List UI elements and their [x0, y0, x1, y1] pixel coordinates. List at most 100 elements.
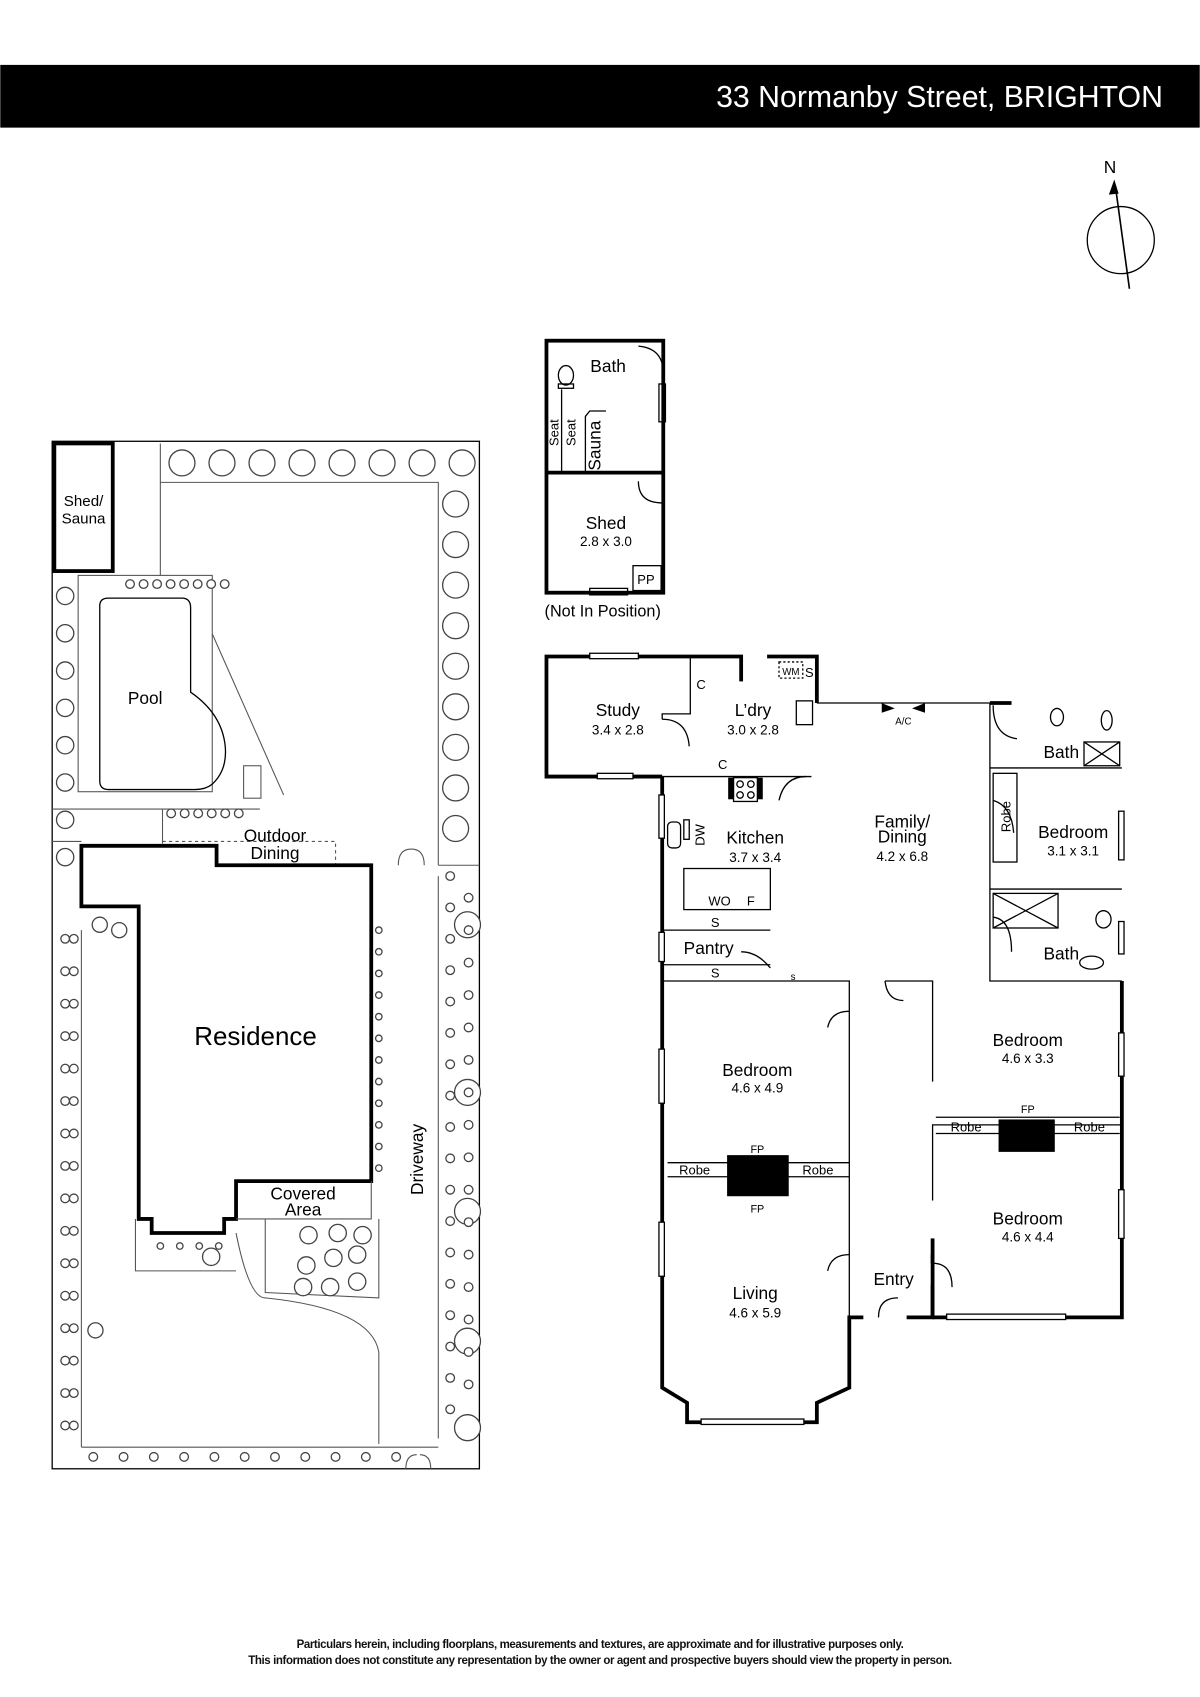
tree-icon: [347, 1245, 367, 1264]
tree-icon: [445, 996, 456, 1007]
tree-icon: [209, 1451, 220, 1462]
tree-icon: [60, 1225, 71, 1236]
living-label: Living: [733, 1283, 778, 1303]
tree-icon: [60, 998, 71, 1009]
tree-icon: [60, 1193, 71, 1204]
tree-icon: [445, 1122, 456, 1132]
tree-icon: [453, 1414, 482, 1442]
tree-icon: [353, 1225, 372, 1245]
tree-icon: [463, 990, 474, 1001]
bedroom-ne-dims: 3.1 x 3.1: [1047, 844, 1099, 859]
robe-label-e1: Robe: [951, 1119, 982, 1134]
tree-icon: [330, 1451, 341, 1462]
dining-label: Dining: [878, 827, 927, 847]
covered-area-label-1: Covered: [270, 1183, 335, 1203]
tree-icon: [60, 1063, 71, 1074]
tree-icon: [138, 579, 149, 590]
tree-icon: [360, 1451, 371, 1462]
tree-icon: [463, 1347, 474, 1357]
tree-icon: [347, 1272, 367, 1291]
tree-icon: [445, 1310, 456, 1321]
tree-icon: [445, 1216, 456, 1227]
tree-icon: [60, 966, 71, 977]
tree-icon: [55, 698, 75, 718]
site-plan: Shed/ Sauna Pool Outdoor Dining Residenc…: [51, 440, 482, 1470]
tree-icon: [168, 449, 196, 477]
tree-icon: [374, 1142, 383, 1151]
tree-icon: [125, 579, 136, 590]
main-floor-plan: Study 3.4 x 2.8 L’dry 3.0 x 2.8 C C WM S…: [544, 652, 1125, 1426]
tree-icon: [60, 1096, 71, 1107]
tree-icon: [68, 1128, 79, 1139]
tree-icon: [288, 449, 316, 477]
shed-label: Shed: [586, 513, 626, 533]
tree-icon: [374, 969, 383, 978]
covered-area-label-2: Area: [285, 1200, 322, 1220]
tree-icon: [68, 966, 79, 977]
tree-icon: [453, 911, 482, 939]
tree-icon: [208, 449, 236, 477]
entry-label: Entry: [873, 1269, 914, 1289]
tree-icon: [445, 1059, 456, 1070]
tree-icon: [68, 1193, 79, 1204]
tree-icon: [248, 449, 276, 477]
robe-label-w2: Robe: [802, 1163, 833, 1178]
tree-icon: [445, 1247, 456, 1258]
tree-icon: [55, 735, 75, 755]
tree-icon: [156, 1242, 165, 1250]
tree-icon: [220, 808, 231, 819]
tree-icon: [206, 579, 217, 590]
tree-icon: [463, 1184, 474, 1195]
tree-icon: [441, 774, 470, 802]
tree-icon: [324, 1248, 343, 1268]
shed-dims: 2.8 x 3.0: [580, 534, 632, 549]
tree-icon: [441, 693, 470, 721]
tree-icon: [175, 1242, 184, 1250]
tree-icon: [300, 1451, 311, 1462]
outbuilding-plan: Bath Seat Seat Sauna Shed 2.8 x 3.0 PP (…: [545, 338, 667, 621]
tree-icon: [463, 957, 474, 968]
tree-icon: [448, 449, 476, 477]
tree-icon: [463, 1054, 474, 1065]
tree-icon: [60, 1420, 71, 1431]
outdoor-dining-label-2: Dining: [250, 843, 299, 863]
tree-icon: [60, 1031, 71, 1042]
disclaimer-line-2: This information does not constitute any…: [248, 1655, 952, 1667]
tree-icon: [60, 1355, 71, 1366]
laundry-dims: 3.0 x 2.8: [727, 722, 779, 737]
tree-icon: [463, 1379, 474, 1390]
tree-icon: [60, 1128, 71, 1139]
tree-icon: [445, 1341, 456, 1352]
laundry-label: L’dry: [735, 700, 772, 720]
tree-icon: [55, 773, 75, 792]
bedroom-e1-dims: 4.6 x 3.3: [1002, 1051, 1054, 1066]
tree-icon: [328, 1223, 348, 1243]
bedroom-e2-dims: 4.6 x 4.4: [1002, 1230, 1054, 1245]
tree-icon: [193, 808, 204, 819]
tree-icon: [374, 991, 383, 999]
tree-icon: [445, 1278, 456, 1289]
tree-icon: [463, 1217, 474, 1228]
tree-icon: [165, 579, 176, 590]
tree-icon: [201, 1247, 221, 1267]
tree-icon: [441, 612, 470, 640]
tree-icon: [152, 579, 163, 590]
outbuilding-bath-label: Bath: [590, 356, 626, 376]
tree-icon: [374, 1120, 383, 1129]
seat-label-1: Seat: [546, 419, 561, 446]
tree-icon: [445, 1090, 456, 1101]
tree-icon: [293, 1277, 313, 1297]
living-dims: 4.6 x 5.9: [729, 1305, 781, 1320]
tree-icon: [68, 1258, 79, 1269]
tree-icon: [441, 733, 470, 762]
tree-icon: [68, 1031, 79, 1042]
bedroom-ne-label: Bedroom: [1038, 822, 1108, 842]
tree-icon: [195, 1242, 204, 1250]
tree-icon: [68, 1290, 79, 1301]
wall-oven-label: WO: [708, 893, 730, 908]
outdoor-dining-label-1: Outdoor: [244, 825, 307, 845]
tree-icon: [55, 810, 75, 830]
tree-icon: [445, 871, 456, 882]
sauna-label: Sauna: [585, 420, 605, 470]
